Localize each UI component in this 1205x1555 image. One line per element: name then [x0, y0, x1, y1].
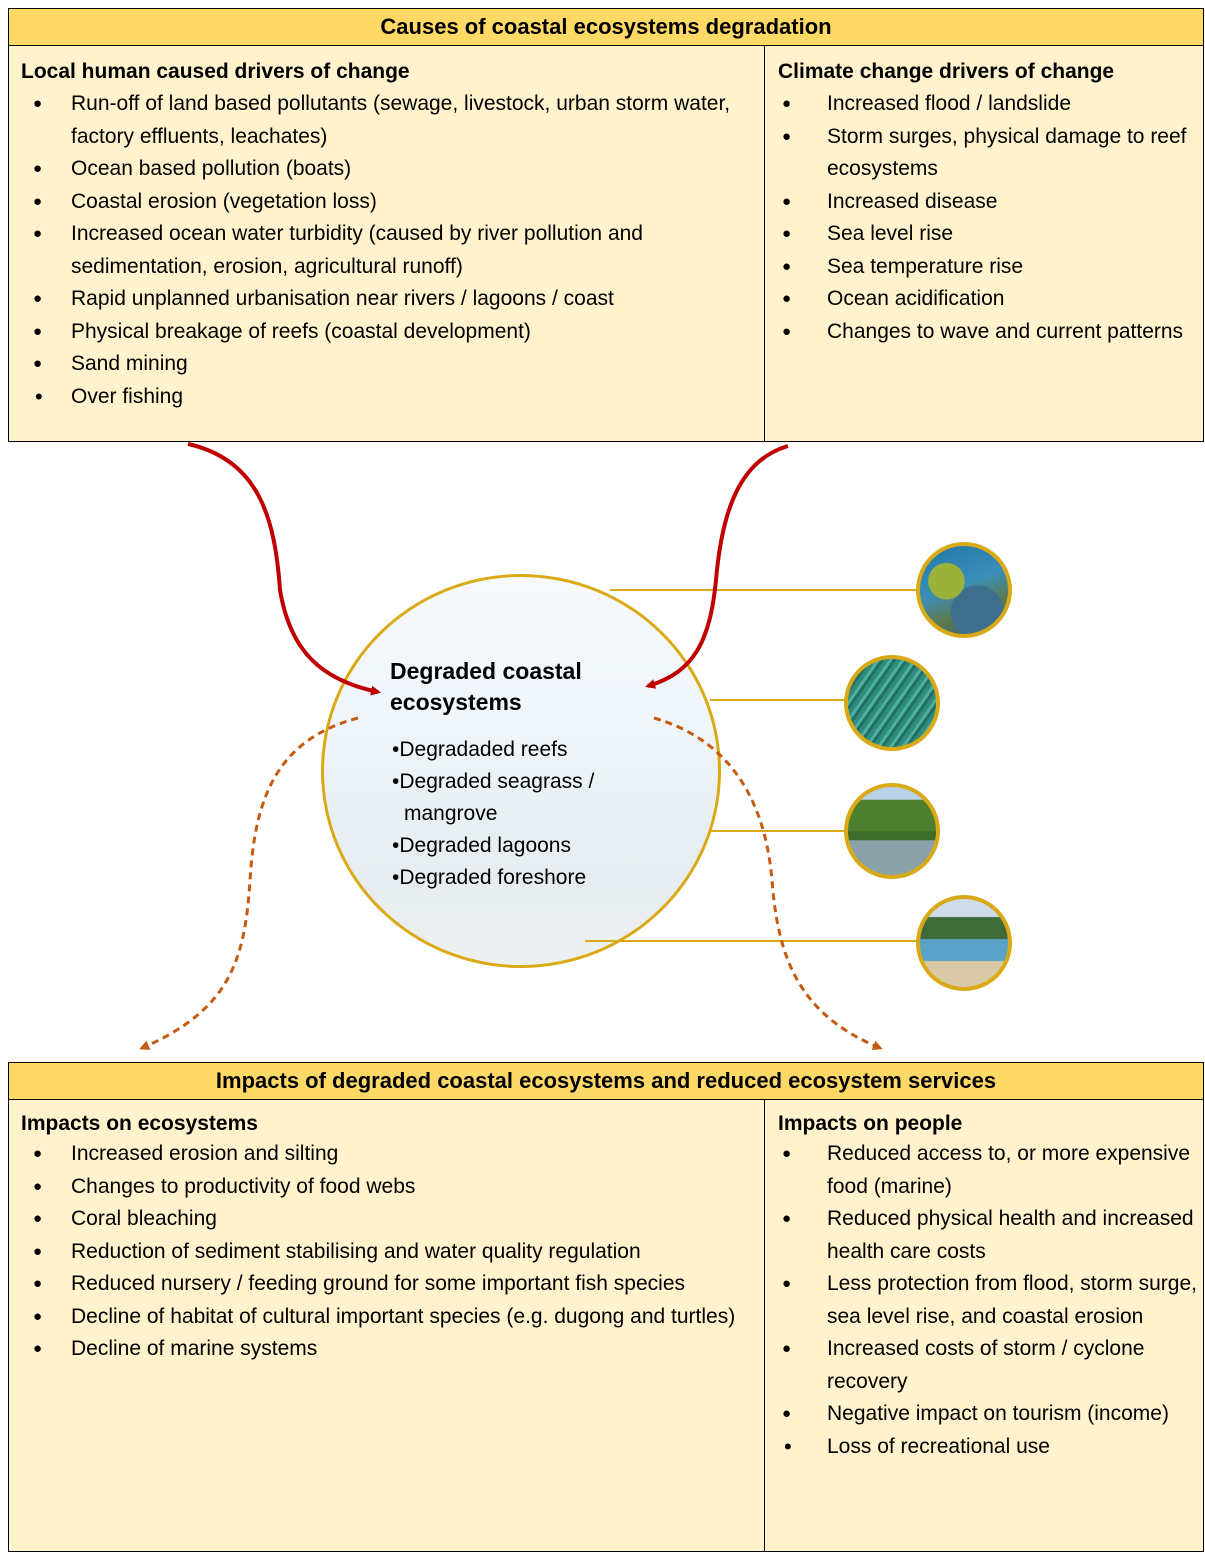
list-item: ●Sand mining [21, 348, 764, 381]
climate-drivers-list: ●Increased flood / landslide ●Storm surg… [778, 88, 1203, 348]
list-item: ●Reduced nursery / feeding ground for so… [21, 1268, 764, 1301]
list-item: ●Increased erosion and silting [21, 1138, 764, 1171]
list-item: •Degraded seagrass / mangrove [392, 770, 595, 825]
bullet-icon: ● [33, 1145, 43, 1162]
local-drivers-list: ●Run-off of land based pollutants (sewag… [21, 88, 764, 413]
bullet-icon: ● [33, 1275, 43, 1292]
foreshore-beach-photo [916, 895, 1012, 991]
list-item: ●Sea temperature rise [778, 251, 1203, 284]
list-item: ●Sea level rise [778, 218, 1203, 251]
cause-arrow-right [645, 444, 789, 689]
center-title: Degraded coastal ecosystems [390, 658, 582, 715]
bullet-icon: ● [33, 1177, 43, 1195]
list-item: •Over fishing [21, 381, 764, 414]
seagrass-photo [844, 655, 940, 751]
center-list: •Degradaded reefs •Degraded seagrass / m… [392, 734, 692, 894]
bullet-icon: ● [782, 1145, 792, 1162]
bullet-icon: • [35, 383, 43, 409]
list-item: ●Rapid unplanned urbanisation near river… [21, 283, 764, 316]
cause-arrow-left [187, 442, 381, 696]
bullet-icon: ● [782, 290, 792, 307]
list-item: ●Run-off of land based pollutants (sewag… [21, 88, 764, 153]
list-item: ●Storm surges, physical damage to reef e… [778, 121, 1203, 186]
bullet-icon: ● [782, 95, 792, 112]
impact-arrow-left [139, 716, 359, 1050]
list-item: •Degradaded reefs [392, 738, 568, 761]
local-drivers-heading: Local human caused drivers of change [21, 60, 410, 83]
bullet-icon: ● [782, 1340, 792, 1357]
bullet-icon: ● [782, 127, 792, 145]
bullet-icon: • [784, 1433, 792, 1459]
list-item: ●Less protection from flood, storm surge… [778, 1268, 1203, 1333]
list-item: ●Decline of habitat of cultural importan… [21, 1301, 764, 1334]
bullet-icon: ● [33, 322, 43, 340]
list-item: ●Increased flood / landslide [778, 88, 1203, 121]
climate-drivers-column: Climate change drivers of change ●Increa… [764, 46, 1203, 441]
bullet-icon: ● [782, 225, 792, 242]
list-item: ●Ocean based pollution (boats) [21, 153, 764, 186]
list-item: ●Physical breakage of reefs (coastal dev… [21, 316, 764, 349]
list-item: ●Changes to wave and current patterns [778, 316, 1203, 349]
causes-panel: Causes of coastal ecosystems degradation… [8, 8, 1204, 442]
bullet-icon: ● [782, 322, 792, 340]
bullet-icon: ● [33, 1242, 43, 1260]
bullet-icon: ● [33, 1307, 43, 1325]
list-item: ●Negative impact on tourism (income) [778, 1398, 1203, 1431]
list-item: •Degraded foreshore [392, 866, 587, 889]
list-item: ●Coastal erosion (vegetation loss) [21, 186, 764, 219]
bullet-icon: ● [33, 225, 43, 242]
bullet-icon: ● [782, 1405, 792, 1422]
list-item: ●Coral bleaching [21, 1203, 764, 1236]
degraded-ecosystems-circle [321, 574, 721, 968]
list-item: ●Changes to productivity of food webs [21, 1171, 764, 1204]
ecosystem-impacts-heading: Impacts on ecosystems [21, 1112, 258, 1135]
bullet-icon: ● [782, 1210, 792, 1227]
list-item: •Degraded lagoons [392, 834, 571, 857]
list-item: •Loss of recreational use [778, 1431, 1203, 1464]
bullet-icon: ● [33, 160, 43, 177]
list-item: ●Ocean acidification [778, 283, 1203, 316]
list-item: ●Increased costs of storm / cyclone reco… [778, 1333, 1203, 1398]
bullet-icon: ● [782, 1275, 792, 1292]
coral-reef-photo [916, 542, 1012, 638]
mangrove-lagoon-photo [844, 783, 940, 879]
local-drivers-column: Local human caused drivers of change ●Ru… [9, 46, 764, 441]
people-impacts-list: ●Reduced access to, or more expensive fo… [778, 1138, 1203, 1463]
ecosystem-impacts-list: ●Increased erosion and silting ●Changes … [21, 1138, 764, 1366]
bullet-icon: ● [33, 192, 43, 210]
causes-title: Causes of coastal ecosystems degradation [9, 9, 1203, 46]
bullet-icon: ● [33, 1340, 43, 1357]
list-item: ●Increased ocean water turbidity (caused… [21, 218, 764, 283]
list-item: ●Reduced physical health and increased h… [778, 1203, 1203, 1268]
list-item: ●Reduction of sediment stabilising and w… [21, 1236, 764, 1269]
bullet-icon: ● [782, 192, 792, 210]
list-item: ●Decline of marine systems [21, 1333, 764, 1366]
list-item: ●Reduced access to, or more expensive fo… [778, 1138, 1203, 1203]
impacts-title: Impacts of degraded coastal ecosystems a… [9, 1063, 1203, 1100]
bullet-icon: ● [782, 257, 792, 275]
ecosystem-impacts-column: Impacts on ecosystems ●Increased erosion… [9, 1100, 764, 1551]
list-item: ●Increased disease [778, 186, 1203, 219]
bullet-icon: ● [33, 1210, 43, 1227]
people-impacts-heading: Impacts on people [778, 1112, 963, 1135]
bullet-icon: ● [33, 290, 43, 307]
bullet-icon: ● [33, 355, 43, 372]
impacts-panel: Impacts of degraded coastal ecosystems a… [8, 1062, 1204, 1552]
bullet-icon: ● [33, 95, 43, 112]
climate-drivers-heading: Climate change drivers of change [778, 60, 1115, 83]
impact-arrow-right [653, 716, 883, 1050]
people-impacts-column: Impacts on people ●Reduced access to, or… [764, 1100, 1203, 1551]
